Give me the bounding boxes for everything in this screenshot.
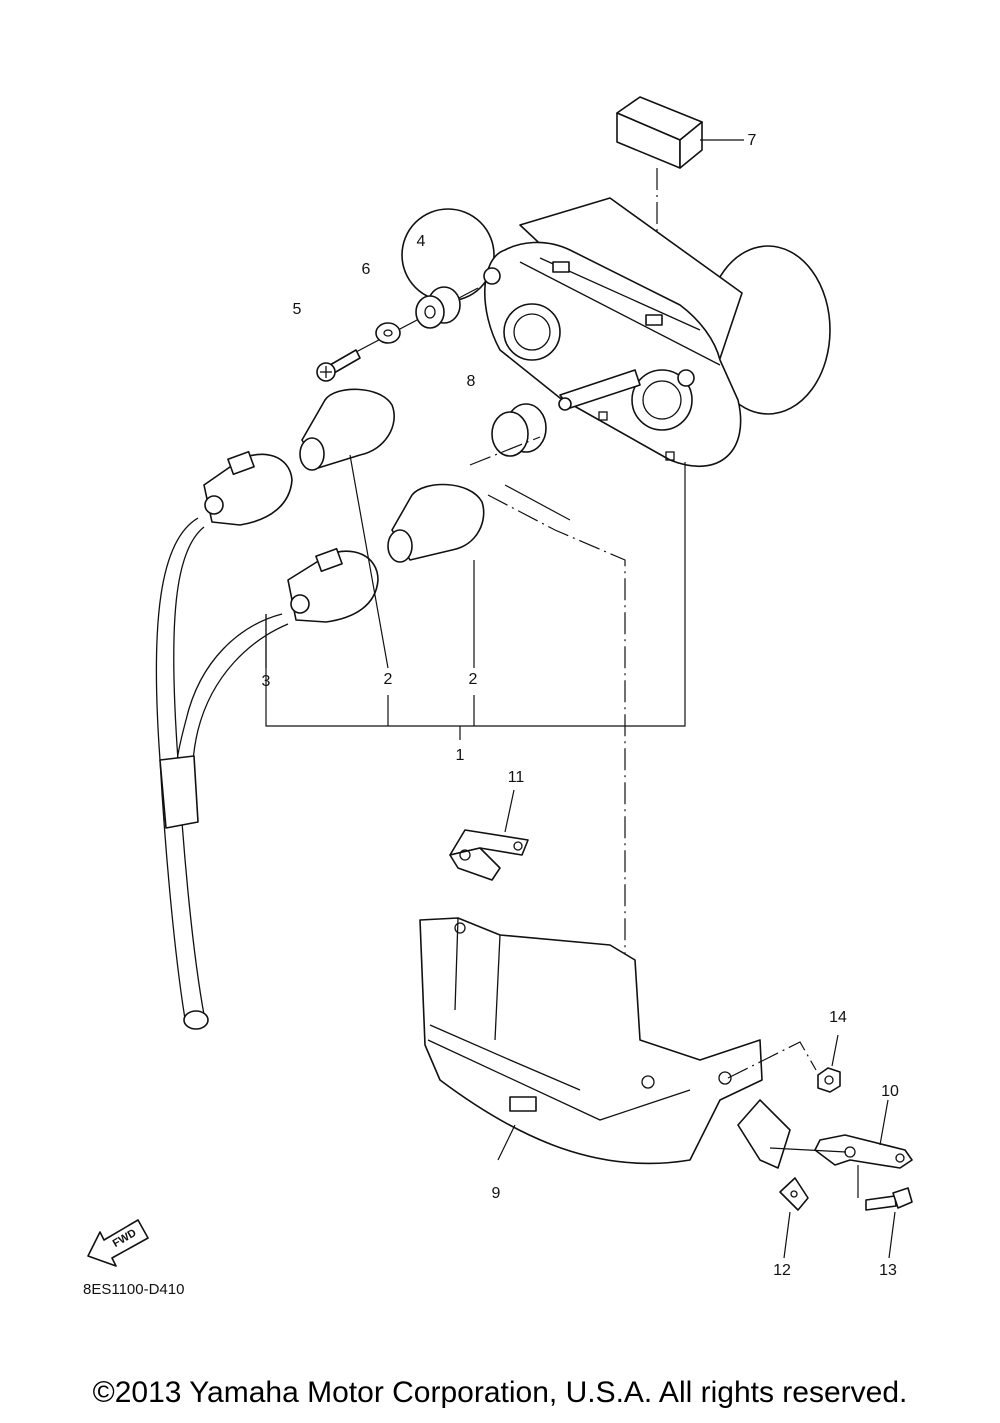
callout-6: 6 xyxy=(362,261,371,278)
callout-3: 3 xyxy=(262,673,271,690)
callout-2b: 2 xyxy=(469,671,478,688)
part-code: 8ES1100-D410 xyxy=(83,1281,184,1298)
callout-7: 7 xyxy=(748,132,757,149)
bolt-13-part xyxy=(865,1187,913,1211)
callout-1: 1 xyxy=(456,747,465,764)
callout-5: 5 xyxy=(293,301,302,318)
fwd-arrow-icon: FWD xyxy=(87,1219,149,1267)
lamp-housing xyxy=(401,197,831,468)
bracket-10-part xyxy=(814,1134,913,1169)
label-block-part xyxy=(616,96,703,169)
callout-8: 8 xyxy=(467,373,476,390)
screw-part xyxy=(316,349,361,382)
copyright-notice: ©2013 Yamaha Motor Corporation, U.S.A. A… xyxy=(92,1376,908,1409)
washer-part xyxy=(375,322,401,344)
socket-harness-part xyxy=(155,450,379,1030)
grommet-8-part xyxy=(491,403,547,457)
bulb-lower-part xyxy=(387,483,485,563)
callout-13: 13 xyxy=(879,1262,897,1279)
clip-12-part xyxy=(779,1177,809,1211)
grommet-part xyxy=(415,286,461,329)
callout-10: 10 xyxy=(881,1083,899,1100)
callout-9: 9 xyxy=(492,1185,501,1202)
callout-14: 14 xyxy=(829,1009,847,1026)
callout-11: 11 xyxy=(508,769,525,786)
clip-11-part xyxy=(449,829,529,881)
callout-12: 12 xyxy=(773,1262,791,1279)
bulb-upper-part xyxy=(299,388,395,471)
lower-cover-part xyxy=(419,917,791,1169)
nut-14-part xyxy=(817,1067,841,1093)
callout-2a: 2 xyxy=(384,671,393,688)
callout-4: 4 xyxy=(417,233,426,250)
